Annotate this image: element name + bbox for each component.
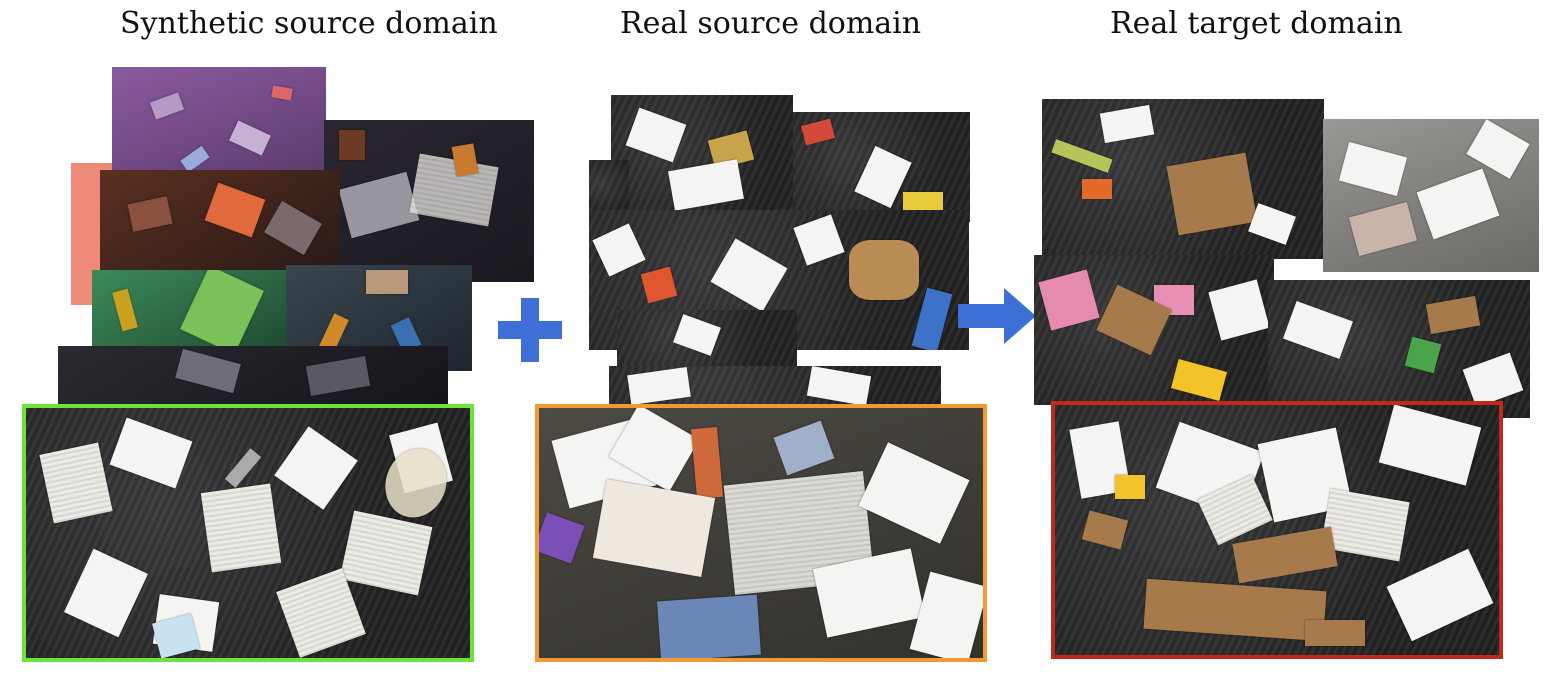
real-source-example-image [535,404,987,662]
arrow-right-icon [958,288,1036,344]
real-target-tile-3 [1034,255,1274,405]
synthetic-tile-bottom [58,346,448,406]
real-target-tile-4 [1268,280,1530,418]
synthetic-tile-purple [112,67,326,187]
synthetic-tile-green [92,270,292,350]
real-source-tile-5 [617,310,797,370]
real-target-title: Real target domain [1110,6,1403,41]
real-source-tile-1 [611,95,793,220]
synthetic-source-title: Synthetic source domain [120,6,498,41]
synthetic-tile-orange [100,170,340,270]
real-target-tile-2 [1323,119,1539,272]
plus-icon [498,298,562,362]
synthetic-example-image [22,404,474,662]
synthetic-tile-dark [324,120,534,282]
real-source-title: Real source domain [620,6,922,41]
real-source-tile-6 [609,366,941,406]
real-target-tile-1 [1042,99,1324,259]
real-target-example-image [1051,401,1503,659]
real-source-tile-2 [793,112,970,222]
